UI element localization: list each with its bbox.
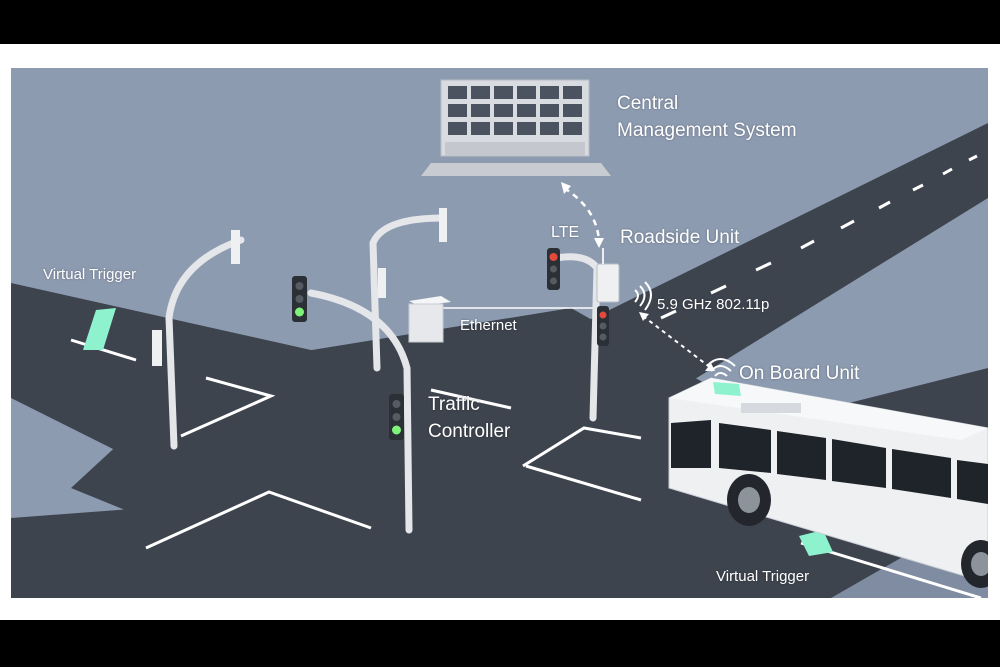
dsrc-link: [642, 315, 712, 369]
scene-illustration: [11, 68, 988, 598]
traffic-light-3: [547, 248, 560, 290]
traffic-light-1: [292, 276, 307, 322]
traffic-controller-label-line2: Controller: [428, 421, 511, 442]
traffic-controller-label-line1: Traffic: [428, 394, 480, 415]
virtual-trigger-right-pad: [799, 530, 833, 556]
cms-label-line2: Management System: [617, 120, 797, 141]
traffic-light-4: [597, 306, 609, 346]
virtual-trigger-right-label: Virtual Trigger: [716, 568, 810, 585]
v2x-intersection-scene: Central Management System LTE Roadside U…: [11, 68, 988, 598]
lte-label: LTE: [551, 224, 580, 241]
on-board-unit-device: [713, 382, 741, 396]
virtual-trigger-left-pad: [83, 308, 116, 350]
traffic-controller-cabinet: [408, 296, 451, 343]
rsu-signal-icon: [634, 281, 652, 311]
frequency-label: 5.9 GHz 802.11p: [657, 296, 770, 313]
ethernet-label: Ethernet: [460, 317, 517, 334]
lte-link: [563, 186, 601, 241]
virtual-trigger-left-label: Virtual Trigger: [43, 266, 137, 283]
cms-label-line1: Central: [617, 93, 679, 114]
on-board-unit-label: On Board Unit: [739, 363, 860, 384]
traffic-light-2: [389, 394, 404, 440]
roadside-unit-label: Roadside Unit: [620, 227, 740, 248]
video-wall: [421, 79, 611, 176]
lane-dashes: [660, 154, 978, 320]
obu-signal-icon: [706, 358, 736, 377]
bus: [668, 377, 988, 588]
roadside-unit-device: [596, 248, 620, 303]
